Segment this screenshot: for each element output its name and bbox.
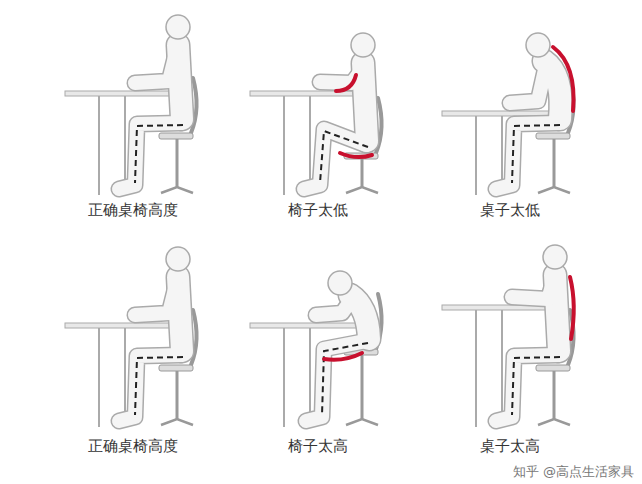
posture-panel <box>65 247 197 427</box>
caption: 正确桌椅高度 <box>88 201 178 219</box>
posture-panel <box>250 271 382 427</box>
posture-panel <box>250 33 382 195</box>
caption: 椅子太低 <box>288 201 348 219</box>
posture-panel <box>442 245 574 427</box>
caption: 正确桌椅高度 <box>88 437 178 455</box>
person <box>119 247 190 421</box>
caption: 桌子太低 <box>480 201 540 219</box>
person <box>306 271 369 421</box>
person <box>304 33 375 189</box>
watermark: 知乎 @高点生活家具 <box>513 464 634 480</box>
posture-panel <box>442 33 574 195</box>
person <box>496 33 574 189</box>
person <box>119 15 190 189</box>
posture-panel <box>65 15 197 195</box>
caption: 桌子太高 <box>480 437 540 455</box>
person <box>496 245 574 421</box>
caption: 椅子太高 <box>288 437 348 455</box>
